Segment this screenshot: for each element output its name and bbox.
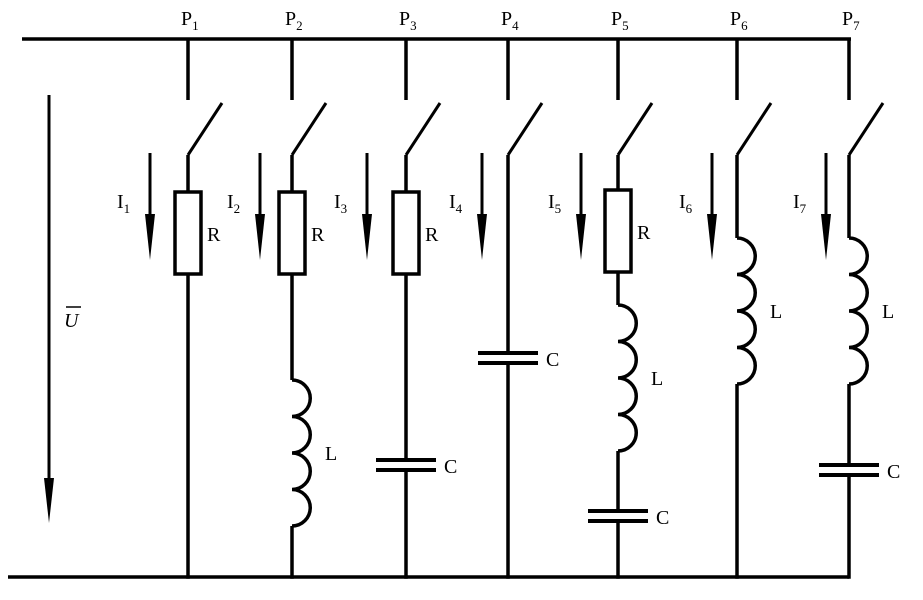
point-label-2: P2 xyxy=(285,8,303,33)
switch-2 xyxy=(290,102,328,156)
resistor xyxy=(603,188,633,274)
resistor xyxy=(391,190,421,276)
point-label-7: P7 xyxy=(842,8,860,33)
inductor-label: L xyxy=(882,301,894,323)
resistor-label: R xyxy=(207,224,221,246)
capacitor xyxy=(376,458,436,472)
current-arrow-1 xyxy=(145,153,155,260)
capacitor xyxy=(588,509,648,523)
capacitor xyxy=(819,463,879,477)
current-arrow-6 xyxy=(707,153,717,260)
inductor-label: L xyxy=(325,443,337,465)
point-label-6: P6 xyxy=(730,8,748,33)
switch-7 xyxy=(847,102,885,156)
point-label-1: P1 xyxy=(181,8,199,33)
capacitor-label: C xyxy=(887,461,900,483)
point-label-5: P5 xyxy=(611,8,629,33)
switch-3 xyxy=(404,102,442,156)
current-label-5: I5 xyxy=(548,191,561,216)
inductor xyxy=(848,236,869,386)
switch-1 xyxy=(186,102,224,156)
current-label-6: I6 xyxy=(679,191,693,216)
current-arrow-2 xyxy=(255,153,265,260)
resistor xyxy=(173,190,203,276)
capacitor-label: C xyxy=(656,507,669,529)
inductor-label: L xyxy=(770,301,782,323)
inductor xyxy=(736,236,757,386)
current-label-4: I4 xyxy=(449,191,463,216)
capacitor-label: C xyxy=(546,349,559,371)
voltage-label: U xyxy=(64,310,80,332)
current-arrow-4 xyxy=(477,153,487,260)
point-label-3: P3 xyxy=(399,8,417,33)
inductor xyxy=(291,378,312,528)
resistor-label: R xyxy=(425,224,439,246)
point-label-4: P4 xyxy=(501,8,519,33)
resistor-label: R xyxy=(311,224,325,246)
inductor xyxy=(617,303,638,453)
current-label-1: I1 xyxy=(117,191,130,216)
current-label-2: I2 xyxy=(227,191,240,216)
current-arrow-5 xyxy=(576,153,586,260)
current-arrow-3 xyxy=(362,153,372,260)
current-label-7: I7 xyxy=(793,191,807,216)
inductor-label: L xyxy=(651,368,663,390)
resistor xyxy=(277,190,307,276)
switch-6 xyxy=(735,102,773,156)
capacitor xyxy=(478,351,538,365)
switch-4 xyxy=(506,102,544,156)
current-arrow-7 xyxy=(821,153,831,260)
capacitor-label: C xyxy=(444,456,457,478)
switch-5 xyxy=(616,102,654,156)
current-label-3: I3 xyxy=(334,191,347,216)
voltage-arrow xyxy=(44,95,54,523)
resistor-label: R xyxy=(637,222,651,244)
